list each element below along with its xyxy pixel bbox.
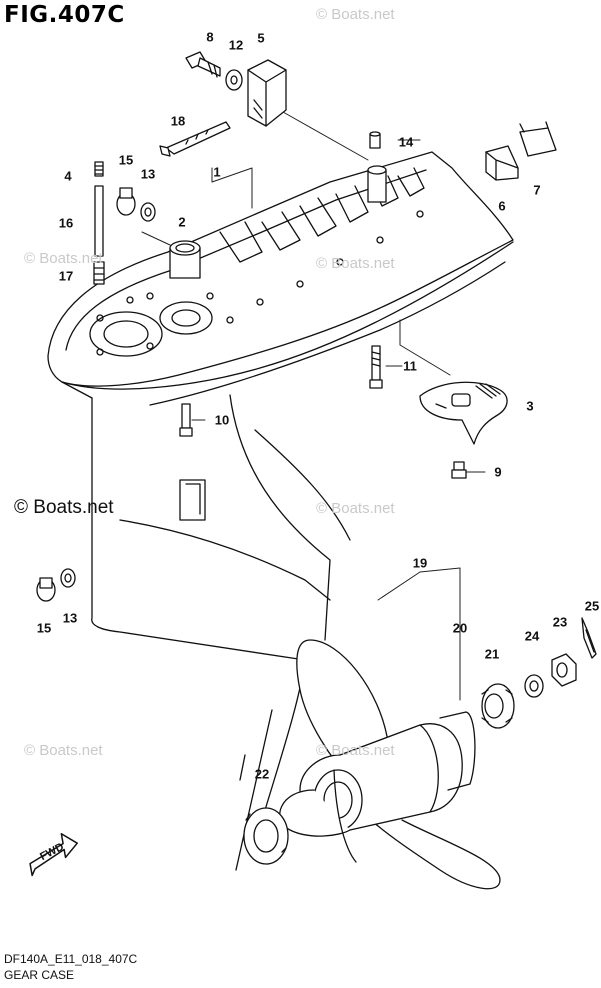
part-4-stud-top [94,161,104,177]
part-24-washer [524,674,544,698]
part-15-plug-lower [36,577,56,602]
callout-8: 8 [206,29,214,45]
callout-12: 12 [228,37,244,53]
callout-14: 14 [398,134,414,150]
callout-22: 22 [254,766,270,782]
reference-lines [141,111,507,701]
watermark: © Boats.net [316,6,395,23]
watermark: © Boats.net [316,742,395,759]
callout-6: 6 [498,198,506,214]
callout-9: 9 [494,464,502,480]
callout-5: 5 [257,30,265,46]
part-11-bolt [369,345,383,389]
part-21-stopper [481,683,515,729]
watermark: © Boats.net [24,250,103,267]
part-15-plug-upper [116,187,136,216]
diagram-code: DF140A_E11_018_407C [4,952,138,966]
fwd-arrow [29,833,78,877]
diagram-caption: GEAR CASE [4,968,75,982]
callout-15-lower: 15 [36,620,52,636]
part-10-bolt [179,403,193,437]
callout-13-upper: 13 [140,166,156,182]
callout-2: 2 [178,214,186,230]
callout-19: 19 [412,555,428,571]
callout-11: 11 [403,358,417,374]
callout-25: 25 [584,598,600,614]
callout-3: 3 [526,398,534,414]
watermark: © Boats.net [24,742,103,759]
part-13-gasket-upper [140,202,156,222]
callout-20: 20 [452,620,468,636]
callout-4: 4 [64,168,72,184]
callout-18: 18 [170,113,186,129]
callout-10: 10 [214,412,230,428]
part-5-anode [247,59,287,127]
callout-7: 7 [533,182,541,198]
callout-13-lower: 13 [62,610,78,626]
part-19-propeller [279,639,501,890]
part-12-washer [225,69,243,91]
watermark: © Boats.net [316,255,395,272]
part-8-bolt [185,51,221,78]
part-23-nut [551,653,577,687]
callout-21: 21 [484,646,500,662]
watermark: © Boats.net [316,500,395,517]
part-17-stud-bottom [93,261,105,285]
callout-24: 24 [524,628,540,644]
part-22-spacer [243,807,289,865]
part-18-shift-lever [159,121,231,157]
part-3-trim-tab [419,381,508,445]
callout-1: 1 [213,164,221,180]
part-9-bolt [451,461,467,479]
part-25-cotter-pin [581,617,597,659]
part-14-pin [369,131,381,149]
part-7-clip [519,121,557,157]
figure-title: FIG.407C [4,2,125,28]
part-6-cover [485,145,519,181]
callout-17: 17 [58,268,74,284]
callout-16: 16 [58,215,74,231]
part-13-gasket-lower [60,568,76,588]
watermark-main: © Boats.net [14,497,114,518]
part-16-rod [94,185,104,257]
callout-15-upper: 15 [118,152,134,168]
callout-23: 23 [552,614,568,630]
